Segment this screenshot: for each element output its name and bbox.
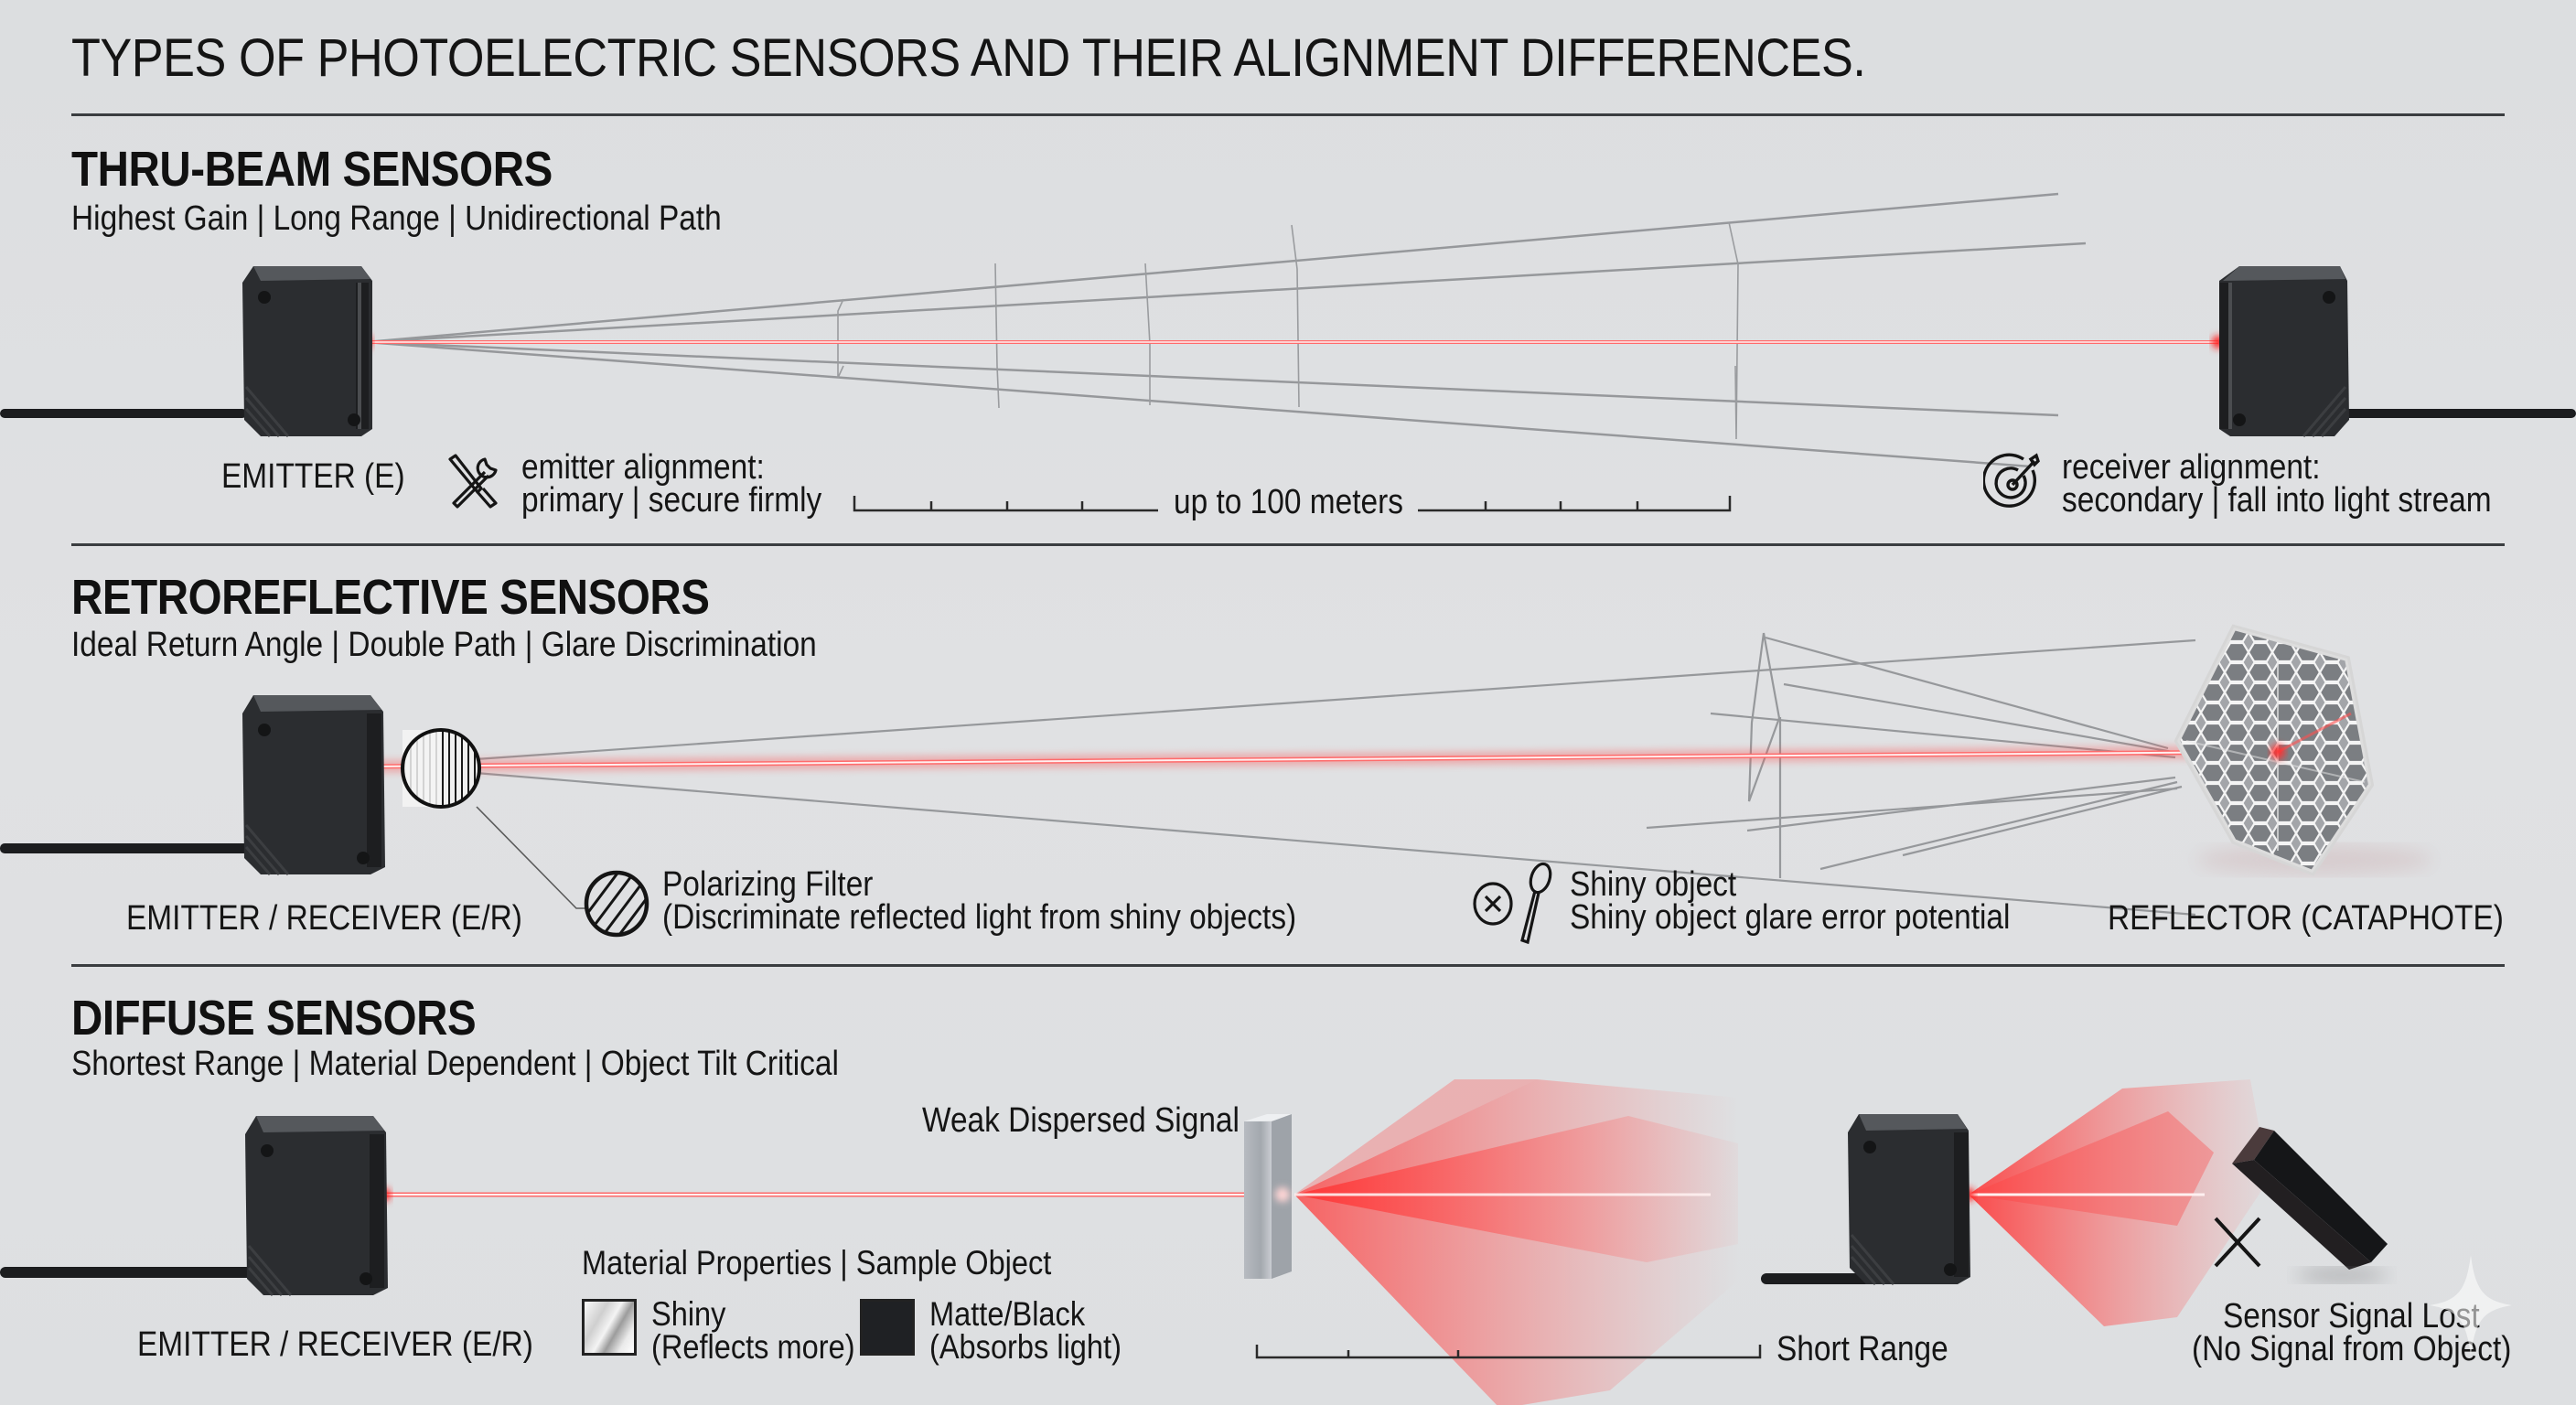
sample-object-block xyxy=(1244,1114,1292,1279)
diffuse-cable-2 xyxy=(1761,1273,1871,1284)
emitter-alignment-line1: emitter alignment: xyxy=(521,448,765,487)
range-scale-diffuse xyxy=(1255,1345,1762,1359)
shiny-object-spoon-icon xyxy=(1473,862,1552,945)
material-properties-heading: Material Properties | Sample Object xyxy=(582,1244,1052,1282)
receiver-cable xyxy=(2324,409,2576,418)
beam-cross-sections xyxy=(837,221,1739,440)
polarizing-filter-title: Polarizing Filter xyxy=(662,865,874,904)
diffuse-subtitle: Shortest Range | Material Dependent | Ob… xyxy=(71,1045,839,1083)
receiver-alignment-line2: secondary | fall into light stream xyxy=(2062,481,2492,520)
polarizing-filter-icon xyxy=(584,870,649,938)
signal-lost-x-icon xyxy=(2214,1217,2261,1268)
thru-beam-receiver-sensor xyxy=(2219,266,2349,437)
polarizing-filter-disk xyxy=(401,728,481,809)
range-scale-thru-beam xyxy=(853,496,1732,512)
material-matte-note: (Absorbs light) xyxy=(929,1328,1122,1366)
signal-lost-desc: (No Signal from Object) xyxy=(2192,1330,2512,1368)
emitter-label: EMITTER (E) xyxy=(221,457,405,496)
tilted-object-fan xyxy=(1969,1079,2269,1326)
beam-envelope-wireframe xyxy=(365,192,2087,468)
retro-cable xyxy=(0,843,252,853)
reflector-cataphote xyxy=(2174,624,2433,876)
shiny-swatch xyxy=(582,1299,637,1356)
thru-beam-subtitle: Highest Gain | Long Range | Unidirection… xyxy=(71,199,722,238)
weak-signal-label: Weak Dispersed Signal xyxy=(922,1101,1240,1140)
thru-beam-emitter-sensor xyxy=(242,266,372,437)
divider-2 xyxy=(71,964,2505,967)
thru-beam-range-label: up to 100 meters xyxy=(1174,483,1403,521)
diffuse-emitter-receiver-sensor xyxy=(245,1116,388,1296)
emitter-cable xyxy=(0,409,247,418)
reflector-label: REFLECTOR (CATAPHOTE) xyxy=(2108,899,2504,938)
diffuse-cable-1 xyxy=(0,1267,256,1278)
retro-sensor-label: EMITTER / RECEIVER (E/R) xyxy=(126,899,522,938)
matte-swatch xyxy=(860,1299,915,1356)
thru-beam-heading: THRU-BEAM SENSORS xyxy=(71,142,553,197)
material-matte-name: Matte/Black xyxy=(929,1295,1086,1333)
retro-heading: RETROREFLECTIVE SENSORS xyxy=(71,570,710,625)
receiver-alignment-line1: receiver alignment: xyxy=(2062,448,2321,487)
material-shiny-name: Shiny xyxy=(651,1295,726,1333)
sparkle-watermark-icon xyxy=(2430,1255,2512,1356)
material-shiny-note: (Reflects more) xyxy=(651,1328,855,1366)
tools-icon xyxy=(448,454,498,509)
diffuse-heading: DIFFUSE SENSORS xyxy=(71,991,477,1046)
dispersed-reflection-fan xyxy=(1294,1079,1738,1405)
target-icon xyxy=(1983,453,2040,508)
retro-emitter-receiver-sensor xyxy=(242,695,385,875)
diffuse-tilt-sensor xyxy=(1848,1114,1970,1285)
polarizing-filter-desc: (Discriminate reflected light from shiny… xyxy=(662,898,1297,937)
diffuse-sensor-label: EMITTER / RECEIVER (E/R) xyxy=(137,1325,533,1364)
divider-1 xyxy=(71,543,2505,546)
divider-top xyxy=(71,113,2505,116)
short-range-label: Short Range xyxy=(1776,1330,1948,1368)
retro-subtitle: Ideal Return Angle | Double Path | Glare… xyxy=(71,626,817,664)
shiny-object-desc: Shiny object glare error potential xyxy=(1570,898,2011,937)
emitter-alignment-line2: primary | secure firmly xyxy=(521,481,822,520)
page-title: TYPES OF PHOTOELECTRIC SENSORS AND THEIR… xyxy=(71,28,1866,88)
shiny-object-title: Shiny object xyxy=(1570,865,1737,904)
tilted-black-object xyxy=(2232,1127,2388,1282)
